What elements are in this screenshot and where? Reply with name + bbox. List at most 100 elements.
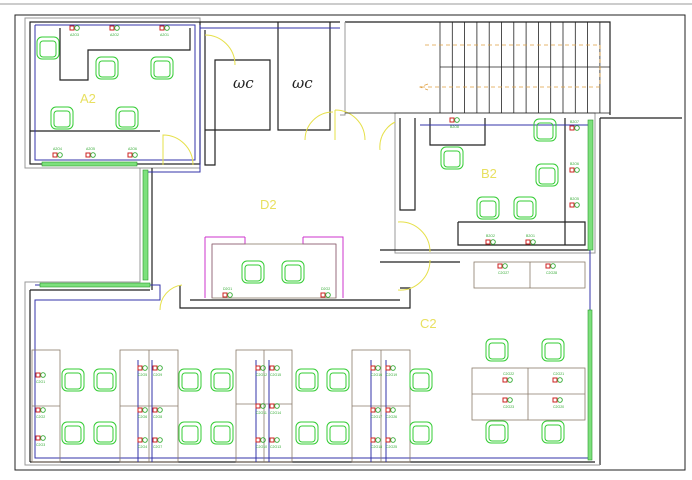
chair-icon: [476, 196, 500, 220]
socket-label: C2O26: [386, 415, 397, 419]
chair-icon: [533, 118, 557, 142]
power-socket-icon: [385, 365, 391, 371]
power-socket-icon: [137, 437, 143, 443]
power-socket-icon: [370, 365, 376, 371]
socket-label: C2O10: [256, 445, 267, 449]
room-label-wc-1: ωc: [233, 74, 254, 92]
data-socket-icon: [390, 437, 396, 443]
socket-outlet: C2O25: [385, 437, 397, 449]
data-socket-icon: [454, 117, 460, 123]
socket-outlet: C2O28: [545, 263, 557, 275]
socket-outlet: C2O14: [269, 403, 281, 415]
socket-outlet: C2O5: [137, 365, 148, 377]
socket-outlet: D2O2: [320, 287, 331, 298]
chair-icon: [61, 368, 85, 392]
data-socket-icon: [142, 365, 148, 371]
data-socket-icon: [530, 239, 536, 245]
power-socket-icon: [127, 152, 133, 158]
power-socket-icon: [485, 239, 491, 245]
socket-label: C2O1: [36, 380, 45, 384]
socket-label: B2O7: [570, 120, 579, 124]
data-socket-icon: [164, 25, 170, 31]
chair-icon: [50, 106, 74, 130]
power-socket-icon: [569, 125, 575, 131]
chair-icon: [513, 196, 537, 220]
power-socket-icon: [255, 403, 261, 409]
power-socket-icon: [269, 437, 275, 443]
socket-outlet: A2O4: [52, 147, 63, 158]
socket-label: C2O8: [153, 415, 162, 419]
socket-label: B2O5: [570, 197, 579, 201]
socket-outlet: A2O5: [85, 147, 96, 158]
socket-label: B2O8: [450, 125, 459, 129]
socket-label: C2O6: [138, 415, 147, 419]
socket-label: C2O3: [36, 443, 45, 447]
chair-icon: [61, 421, 85, 445]
socket-label: C2O4: [138, 445, 147, 449]
socket-label: C2O25: [386, 445, 397, 449]
room-label-wc-2: ωc: [292, 74, 313, 92]
power-socket-icon: [222, 292, 228, 298]
power-socket-icon: [370, 407, 376, 413]
chair-icon: [241, 260, 265, 284]
socket-outlet: B2O5: [569, 197, 580, 208]
data-socket-icon: [574, 167, 580, 173]
data-socket-icon: [274, 365, 280, 371]
socket-outlet: C2O6: [137, 407, 148, 419]
power-socket-icon: [370, 437, 376, 443]
socket-outlet: C2O21: [552, 372, 564, 383]
socket-outlet: C2O13: [269, 437, 281, 449]
chair-icon: [150, 56, 174, 80]
power-socket-icon: [385, 437, 391, 443]
power-socket-icon: [85, 152, 91, 158]
data-socket-icon: [325, 292, 331, 298]
data-socket-icon: [507, 397, 513, 403]
data-socket-icon: [274, 403, 280, 409]
power-socket-icon: [152, 365, 158, 371]
power-socket-icon: [552, 397, 558, 403]
power-socket-icon: [502, 377, 508, 383]
socket-label: A2O5: [86, 147, 95, 151]
socket-outlet: C2O7: [152, 437, 163, 449]
socket-outlet: C2O16: [370, 365, 382, 377]
socket-outlet: C2O2: [35, 407, 46, 419]
socket-outlet: B2O6: [569, 162, 580, 173]
power-socket-icon: [152, 437, 158, 443]
chair-icon: [210, 368, 234, 392]
data-socket-icon: [74, 25, 80, 31]
room-label-a2: A2: [80, 91, 96, 106]
socket-label: C2O21: [553, 372, 564, 376]
socket-outlet: A2O3: [69, 25, 80, 37]
socket-outlet: C2O23: [502, 397, 514, 409]
socket-label: C2O23: [503, 405, 514, 409]
data-socket-icon: [40, 435, 46, 441]
socket-label: C2O22: [503, 372, 514, 376]
power-socket-icon: [52, 152, 58, 158]
socket-label: C2O7: [153, 445, 162, 449]
stair-direction-arrow: [418, 44, 601, 91]
data-socket-icon: [157, 407, 163, 413]
chair-icon: [326, 421, 350, 445]
socket-outlet: C2O11: [255, 403, 267, 415]
socket-label: C2O16: [371, 373, 382, 377]
socket-outlet: C2O17: [370, 407, 382, 419]
data-socket-icon: [260, 437, 266, 443]
chair-icon: [535, 163, 559, 187]
power-socket-icon: [552, 377, 558, 383]
data-socket-icon: [40, 407, 46, 413]
power-socket-icon: [255, 365, 261, 371]
socket-label: D2O2: [321, 287, 330, 291]
socket-outlet: A2O6: [127, 147, 138, 158]
socket-label: A2O2: [110, 33, 119, 37]
data-socket-icon: [502, 263, 508, 269]
chair-icon: [210, 421, 234, 445]
socket-label: B2O6: [570, 162, 579, 166]
chair-icon: [178, 368, 202, 392]
socket-label: C2O14: [270, 411, 281, 415]
power-socket-icon: [137, 407, 143, 413]
data-socket-icon: [57, 152, 63, 158]
data-socket-icon: [490, 239, 496, 245]
power-socket-icon: [385, 407, 391, 413]
room-label-c2: C2: [420, 316, 437, 331]
